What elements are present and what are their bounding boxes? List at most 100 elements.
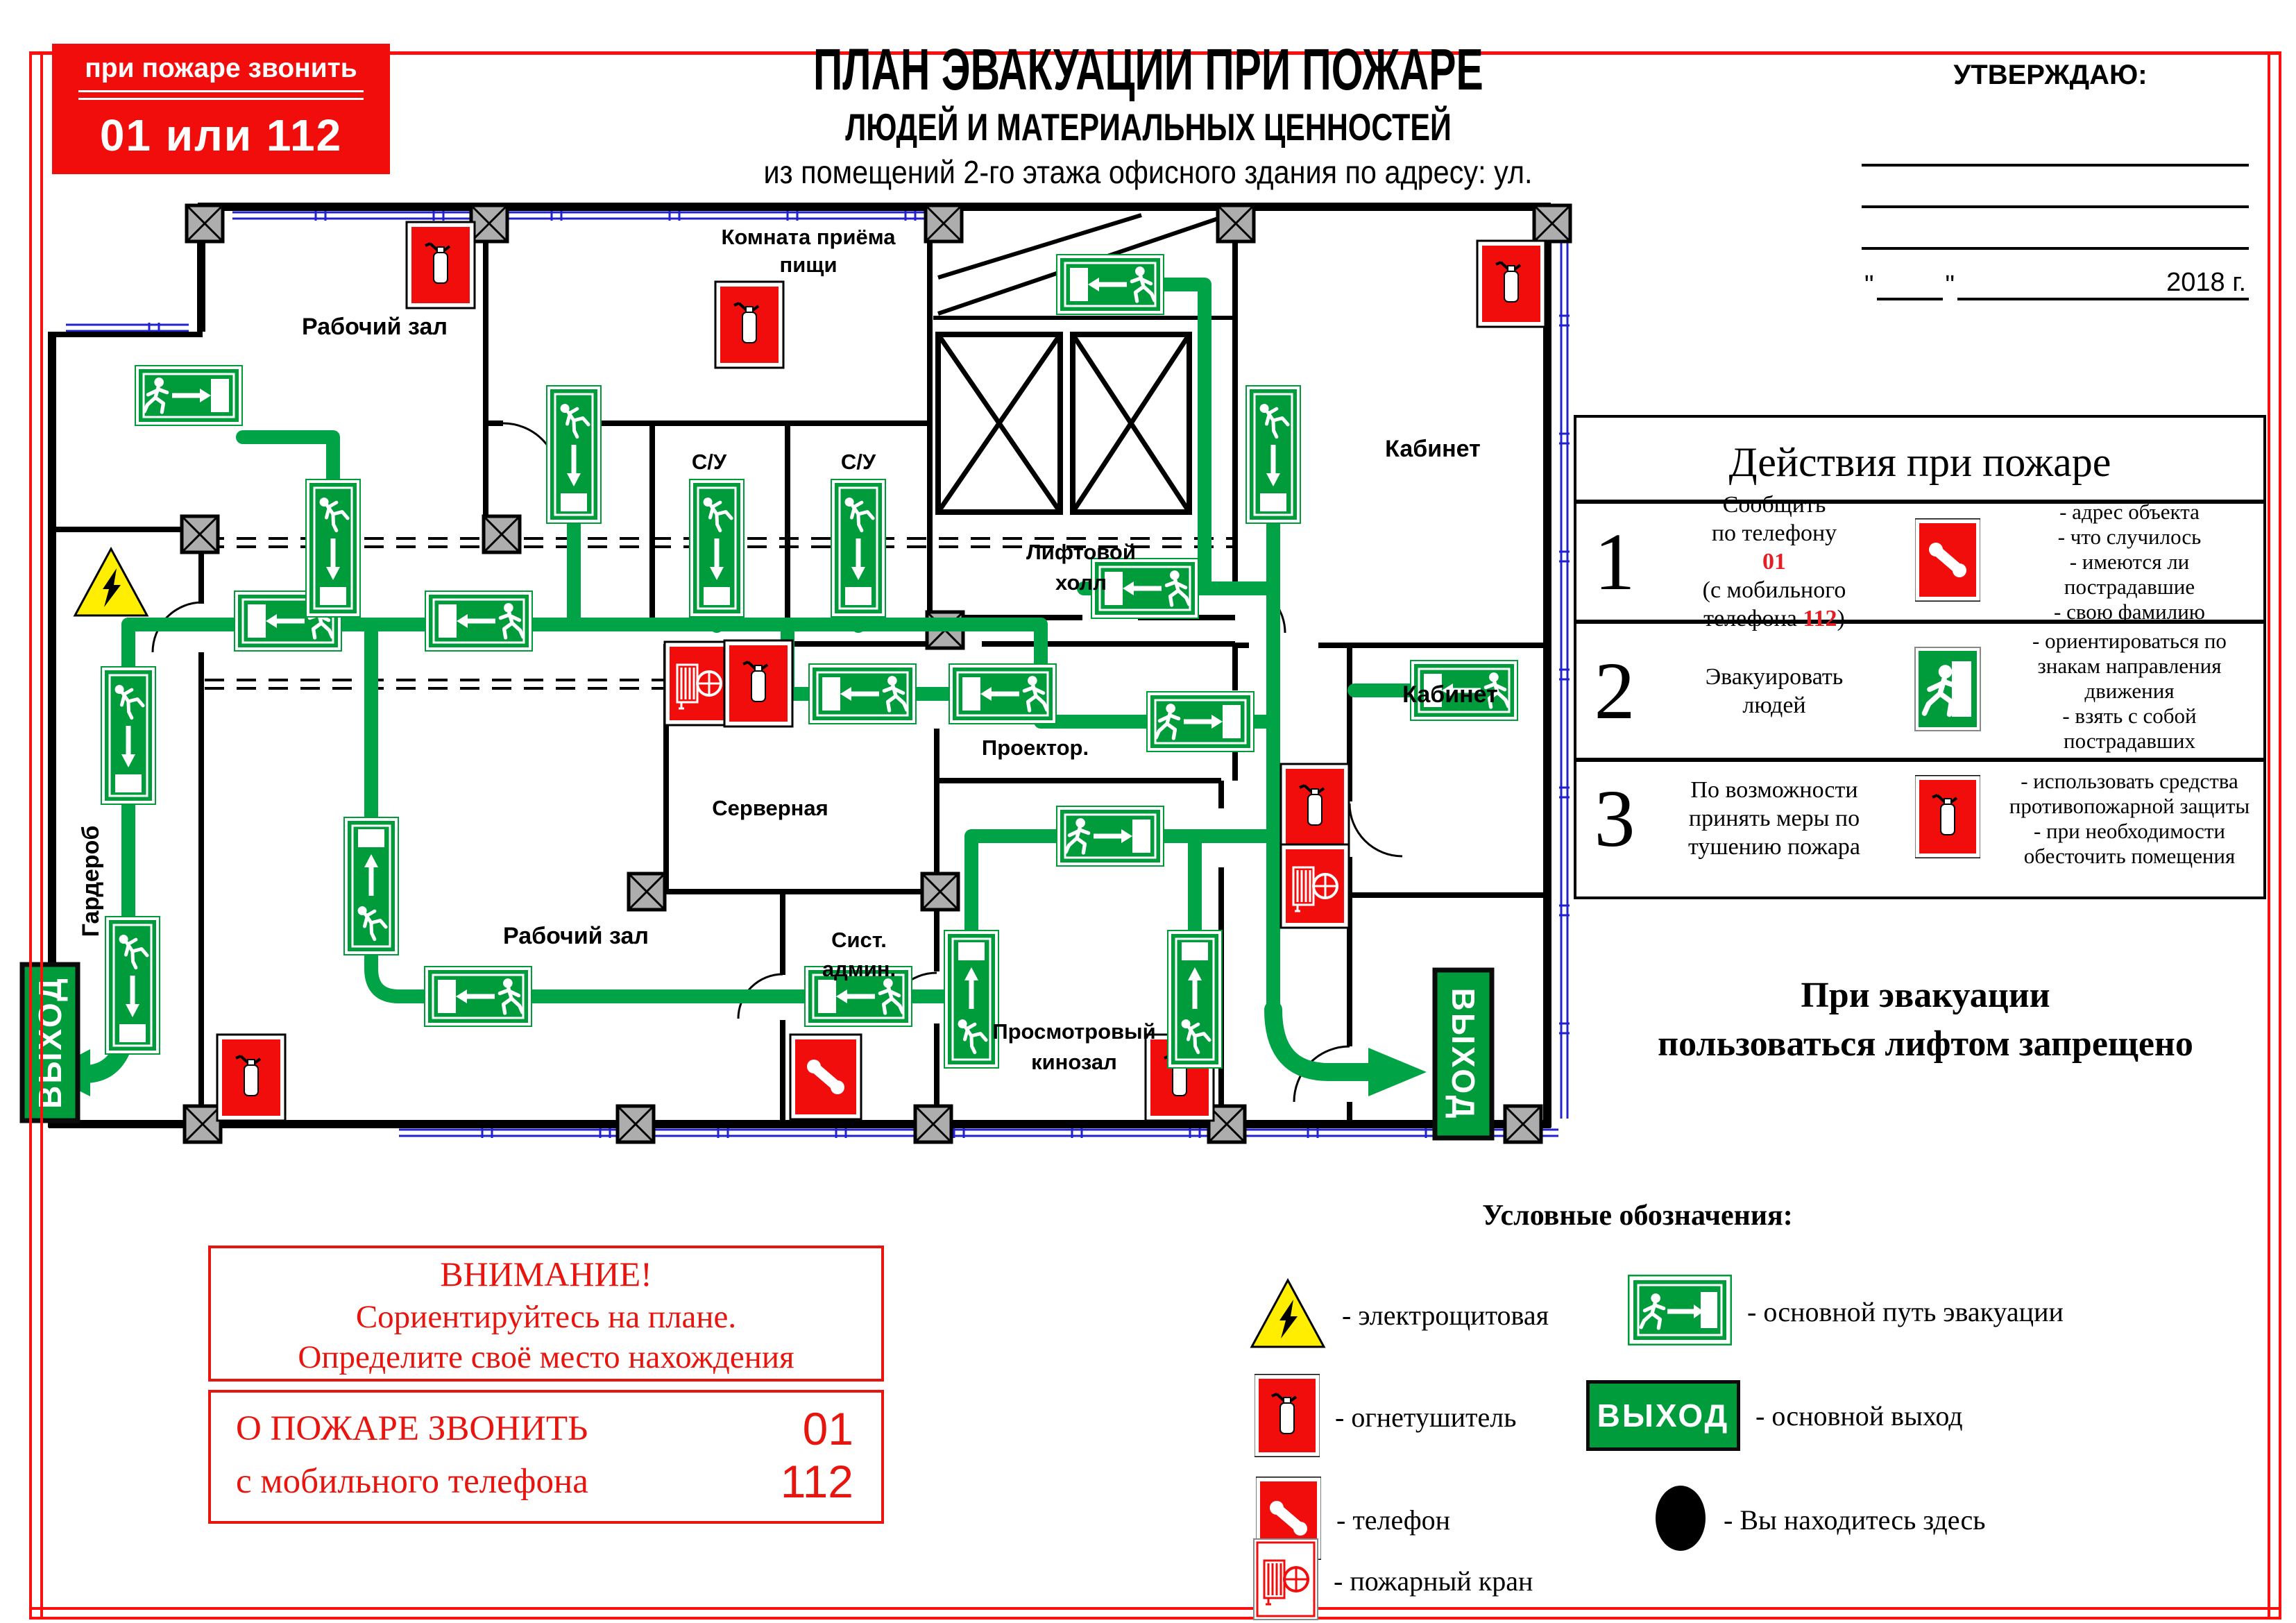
legend-item: - огнетушитель [1252,1373,1516,1459]
evac-sign-vertical [1167,930,1223,1069]
exit-label: ВЫХОД [1445,988,1481,1121]
running-man-icon [319,498,350,533]
running-man-icon [560,404,590,439]
evac-sign-horizontal [1056,806,1164,867]
room-label: Комната приёма [721,225,896,249]
column [469,203,509,244]
lift-warning-line-1: При эвакуации [1801,976,2050,1015]
action-icon [1896,517,2000,605]
exitbox-legend-icon: ВЫХОД [1586,1380,1740,1451]
running-man-icon [882,676,909,713]
evacuation-routes [44,278,1427,1096]
running-man-icon [1483,672,1511,709]
fire-call-box: О ПОЖАРЕ ЗВОНИТЬ 01 с мобильного телефон… [208,1390,884,1524]
column [924,203,964,244]
window-band [1559,226,1570,1119]
electrical-warning-icon [73,546,149,617]
dot-legend-icon [1653,1482,1708,1558]
fire-hose-icon [663,640,734,726]
legend-title: Условные обозначения: [1482,1200,1793,1232]
evacuation-route [364,621,953,1003]
fire-extinguisher-icon [1476,239,1547,328]
column [627,872,667,912]
action-details: - адрес объекта- что случилось- имеются … [2054,499,2205,624]
room-label: холл [1055,570,1107,595]
legend-item: ВЫХОД - основной выход [1586,1374,1963,1457]
running-man-icon [1130,266,1157,303]
legend-label: - основной путь эвакуации [1747,1295,2064,1327]
legend-item: - пожарный кран [1253,1538,1533,1622]
window-band [232,210,942,221]
fire-call-number-2: 112 [780,1456,853,1507]
running-man-icon [1639,1293,1666,1330]
column [185,203,225,244]
fire-hose-sign-icon [1253,1538,1318,1620]
signature-line [1862,164,2249,167]
evac-sign-vertical [1245,385,1301,524]
legend-label: - основной выход [1755,1400,1963,1431]
walls [48,203,1551,1128]
fire-extinguisher-sign-icon [1913,774,1982,860]
lift-warning: При эвакуации пользоваться лифтом запрещ… [1596,971,2255,1069]
column [180,514,220,554]
door-arc [1348,803,1403,858]
exit-box-legend: ВЫХОД [1586,1380,1740,1451]
column [1216,203,1256,244]
evac-sign-vertical [105,916,160,1055]
year-label: 2018 г. [2166,268,2246,297]
running-man-icon [703,498,733,533]
signature-line [1862,205,2249,208]
phone-icon [789,1033,862,1121]
attention-line-1: ВНИМАНИЕ! [440,1255,652,1293]
frame-left-inner [40,51,43,1620]
frame-right-inner [2268,51,2270,1620]
running-man-icon [1259,404,1290,439]
running-man-icon [1181,1019,1211,1055]
quote-mark: " [1864,271,1874,300]
room-label: админ. [822,957,896,981]
evac-sign-vertical [944,930,999,1069]
frame-left-outer [29,51,32,1620]
action-icon [1896,774,2000,862]
emergency-call-box: при пожаре звонить 01 или 112 [52,44,390,174]
evac-path-legend-icon [1627,1274,1733,1345]
column [920,872,960,912]
fire-extinguisher-icon [405,221,476,309]
legend-label: - электрощитовая [1342,1299,1549,1331]
evac-sign-horizontal [1056,254,1164,315]
attention-line-3: Определите своё место нахождения [298,1339,794,1375]
poster-title: ПЛАН ЭВАКУАЦИИ ПРИ ПОЖАРЕ ЛЮДЕЙ И МАТЕРИ… [576,36,1721,191]
route-arrowhead [1368,1048,1427,1096]
evac-sign-horizontal [1410,660,1518,721]
action-icon [1896,647,2000,735]
column [482,514,522,554]
evacuation-route [964,829,1280,945]
fire-hose-icon [1279,843,1350,929]
emergency-numbers: 01 или 112 [99,110,343,160]
running-man-icon [142,377,169,414]
room-label: С/У [841,450,876,474]
column [1532,203,1572,244]
evac-sign-horizontal [425,590,533,652]
evac-sign-vertical [689,479,745,618]
frame-right-outer [2279,51,2281,1620]
phone-sign-icon [1913,517,1982,603]
room-label: пищи [780,253,837,277]
fire-extinguisher-icon [216,1033,287,1122]
room-label: Проектор. [982,736,1089,760]
evac-sign-horizontal [808,663,917,724]
legend-item: - Вы находитесь здесь [1653,1478,1986,1561]
room-label: Кабинет [1402,681,1498,708]
legend-label: - Вы находитесь здесь [1724,1504,1986,1536]
door-arc [737,973,783,1019]
running-man-icon [498,978,525,1015]
running-man-icon [958,1019,988,1055]
